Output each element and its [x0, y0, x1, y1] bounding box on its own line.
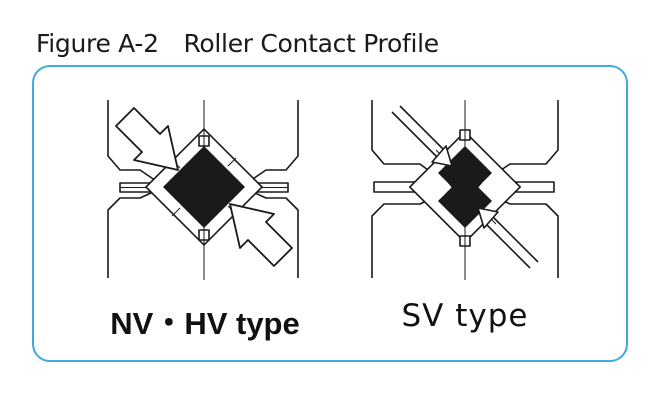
nv-hv-type-label: NV・HV type	[110, 306, 300, 341]
sv-load-arrow-upper-shaft-a	[391, 111, 439, 159]
sv-upper-rail-right	[491, 100, 559, 177]
sv-lower-rail-left	[371, 195, 437, 278]
nv-upper-rail-left	[107, 100, 163, 186]
figure-title: Figure A-2 Roller Contact Profile	[36, 29, 439, 58]
nv-lower-rail-right	[243, 187, 299, 278]
sv-upper-rail-left	[371, 100, 437, 177]
nv-load-arrow-lower	[229, 203, 293, 267]
sv-load-arrow-upper-head	[431, 145, 453, 167]
nv-load-arrow-upper	[115, 107, 179, 171]
sv-load-arrow-lower-shaft-b	[483, 221, 531, 269]
nv-upper-rail-right	[243, 100, 299, 186]
nv-lower-rail-left	[107, 187, 163, 278]
sv-roller-lower	[438, 187, 492, 228]
sv-load-arrow-upper-shaft-b	[399, 105, 447, 153]
sv-load-arrow-lower-shaft-a	[491, 215, 539, 263]
sv-roller-upper	[438, 146, 492, 187]
sv-load-arrow-lower-head	[477, 207, 499, 229]
sv-type-label: SV type	[401, 298, 529, 334]
sv-lower-rail-right	[491, 195, 559, 278]
sv-roller-core	[448, 170, 482, 204]
